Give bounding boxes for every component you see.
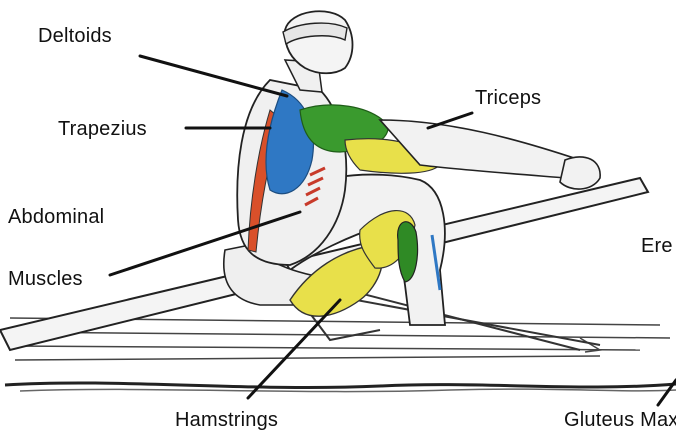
label-muscles: Muscles bbox=[8, 269, 83, 289]
label-gluteus: Gluteus Max bbox=[564, 410, 676, 430]
label-erector: Ere bbox=[641, 236, 673, 256]
deltoids-pointer bbox=[140, 56, 287, 96]
rower-hands bbox=[560, 157, 600, 189]
label-abdominal: Abdominal bbox=[8, 207, 104, 227]
water-line bbox=[5, 383, 676, 388]
hamstrings-pointer bbox=[248, 300, 340, 398]
label-triceps: Triceps bbox=[475, 88, 541, 108]
label-deltoids: Deltoids bbox=[38, 26, 112, 46]
label-hamstrings: Hamstrings bbox=[175, 410, 278, 430]
label-trapezius: Trapezius bbox=[58, 119, 147, 139]
water-shadow bbox=[20, 389, 676, 391]
